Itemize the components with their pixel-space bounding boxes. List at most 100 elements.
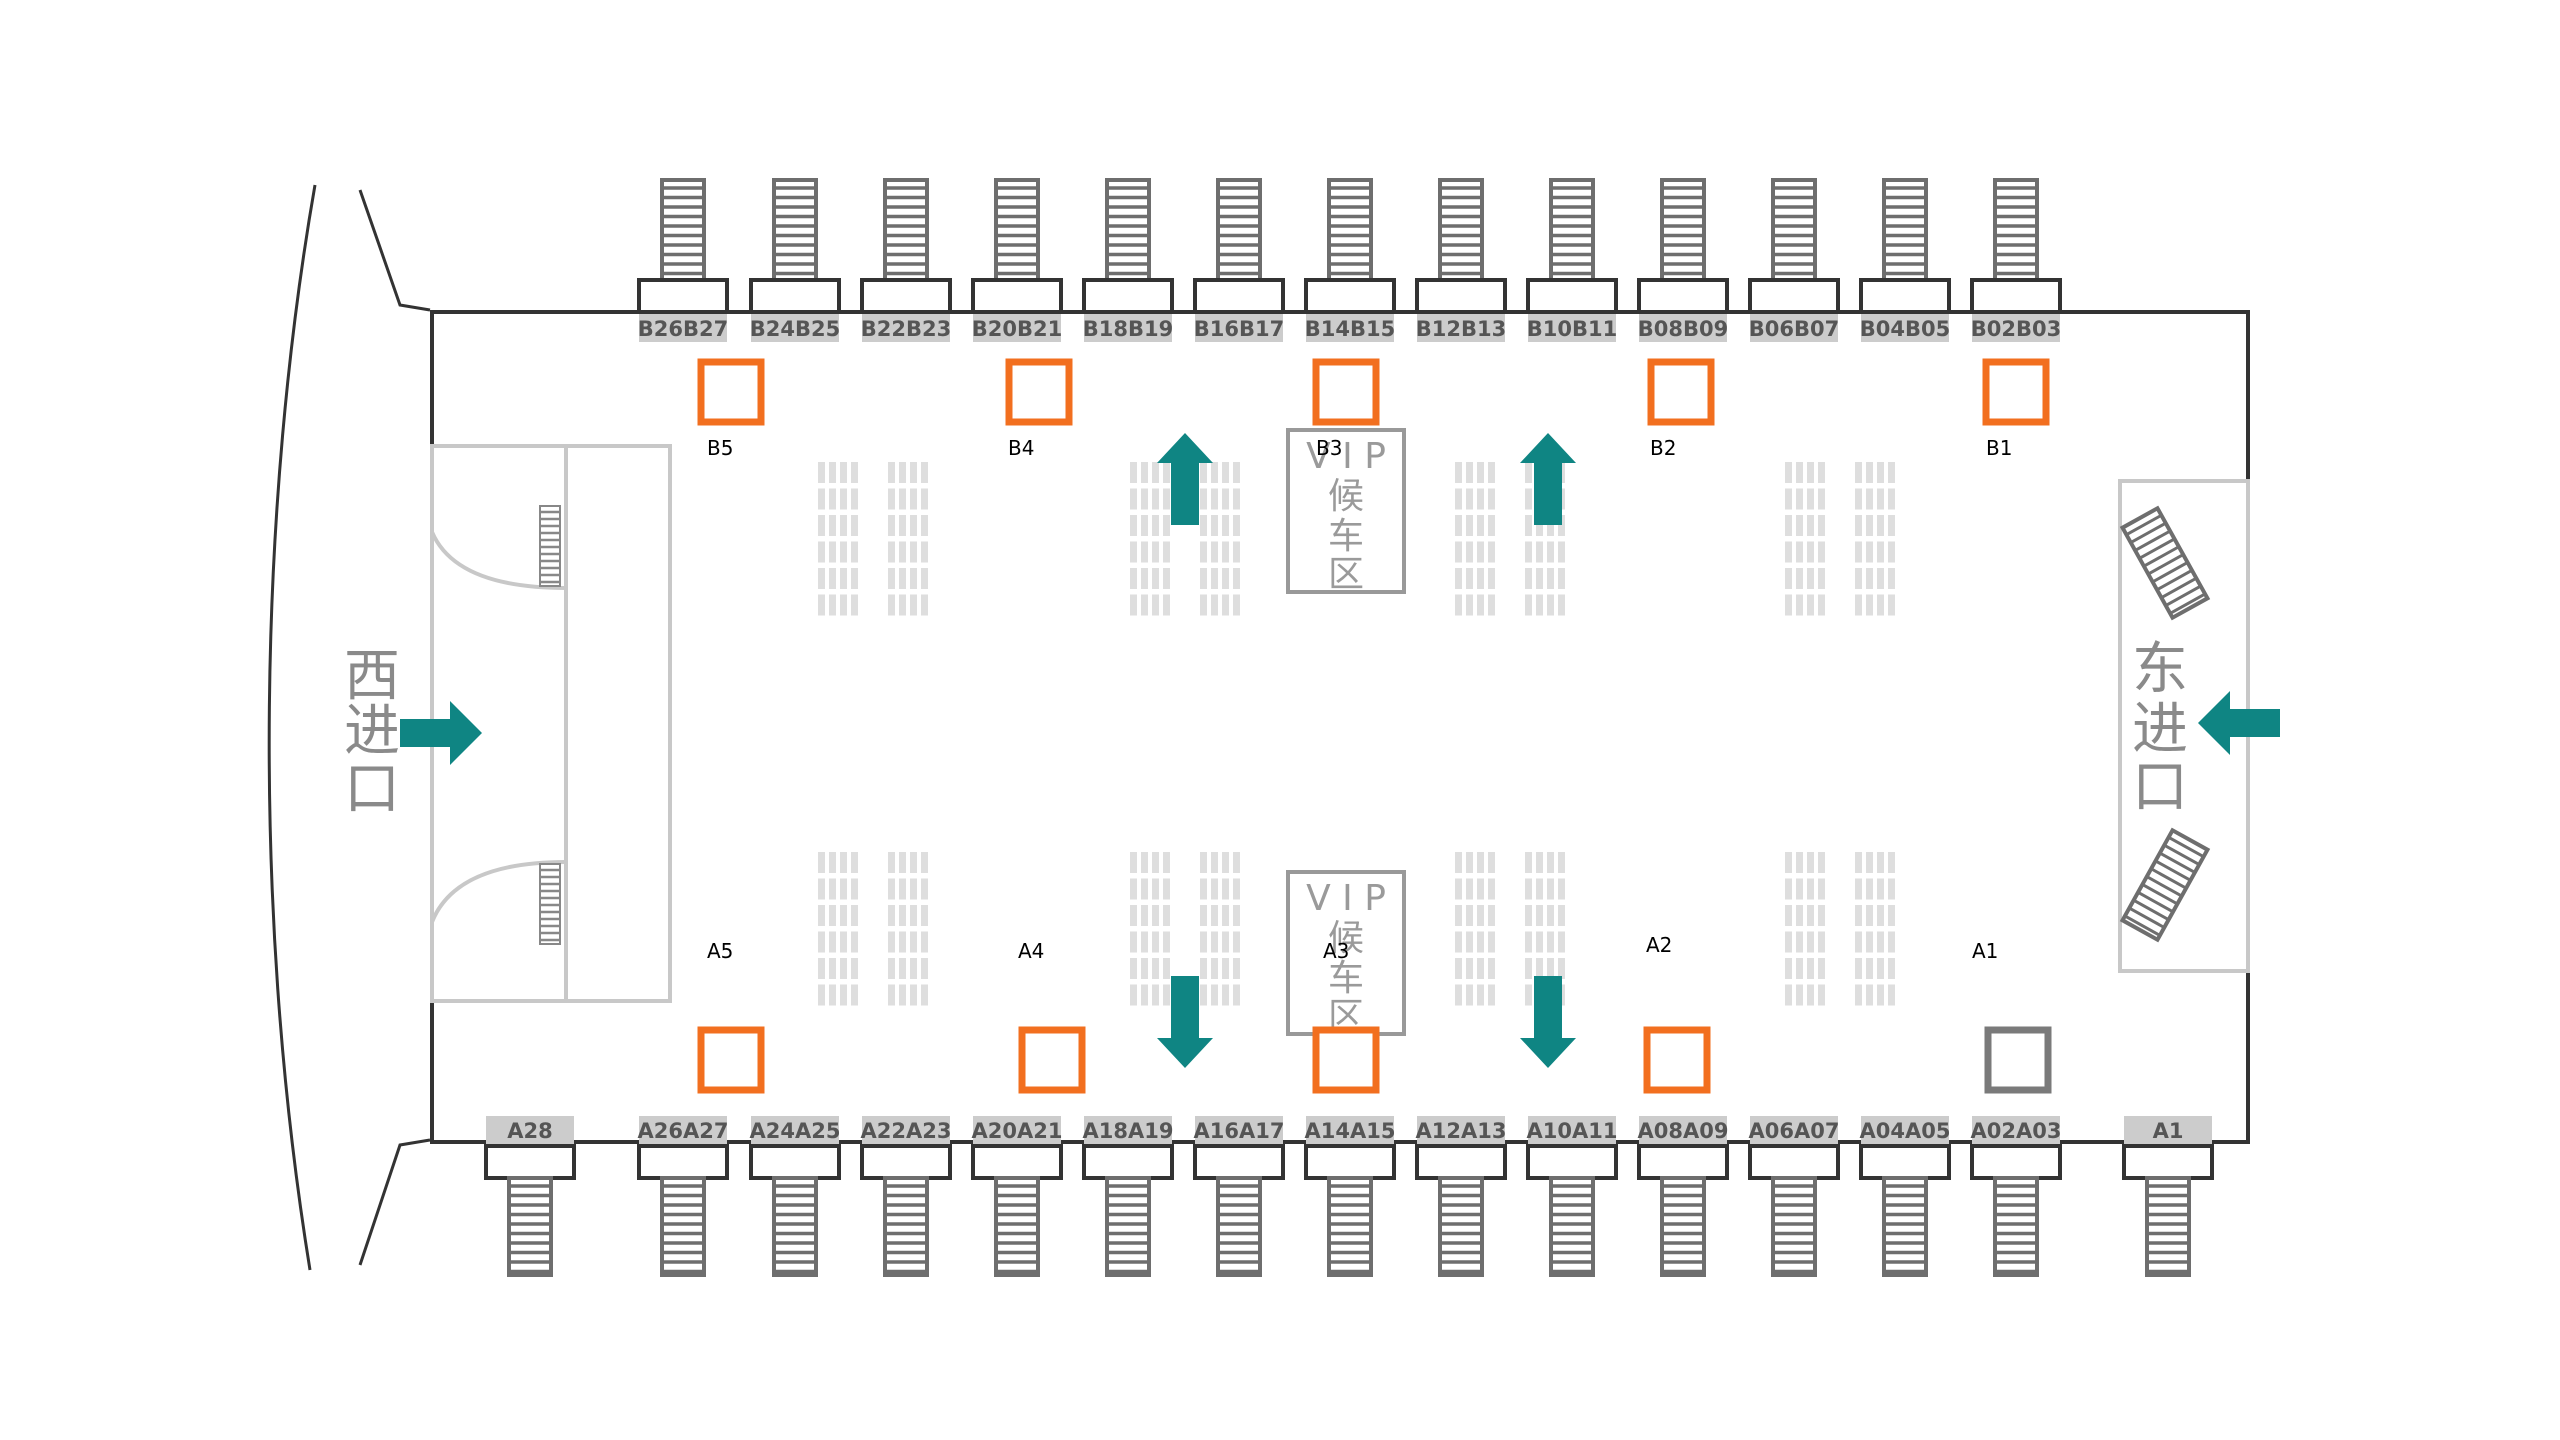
top-points: B5 B4 B3 B2 B1 <box>697 358 2050 460</box>
gate-bottom-A16A17: A16A17 <box>1193 1116 1285 1277</box>
point-B3: B3 <box>1312 358 1380 460</box>
gate-bottom-A12A13: A12A13 <box>1415 1116 1507 1277</box>
gate-label: A14A15 <box>1305 1119 1396 1143</box>
point-label: B2 <box>1650 436 1676 460</box>
west-entrance-label: 西 进 口 <box>344 644 400 822</box>
arrow-down-icon <box>1520 976 1576 1068</box>
point-label: A1 <box>1972 939 1998 963</box>
gate-label: A08A09 <box>1638 1119 1729 1143</box>
gate-top-B08B09: B08B09 <box>1637 178 1729 342</box>
gate-bottom-A20A21: A20A21 <box>971 1116 1063 1277</box>
vip-bottom-line2: 候 <box>1328 918 1364 959</box>
gate-top-B12B13: B12B13 <box>1415 178 1507 342</box>
gate-label: B10B11 <box>1527 317 1617 341</box>
point-label: A5 <box>707 939 733 963</box>
west-room-stair-bottom <box>539 863 561 945</box>
point-A3: A3 <box>1312 939 1380 1094</box>
gate-top-B10B11: B10B11 <box>1526 178 1618 342</box>
vip-top-line3: 车 <box>1328 516 1364 557</box>
gate-label: A20A21 <box>972 1119 1063 1143</box>
waiting-seats <box>818 462 1895 1006</box>
gate-label: B04B05 <box>1860 317 1950 341</box>
arrow-down-icon <box>1157 976 1213 1068</box>
vip-room-top: V I P 候 车 区 <box>1286 428 1406 595</box>
west-entrance-char3: 口 <box>344 757 400 822</box>
gate-top-B14B15: B14B15 <box>1304 178 1396 342</box>
gate-bottom-A26A27: A26A27 <box>637 1116 729 1277</box>
east-escalator-area <box>2118 479 2250 973</box>
point-label: A3 <box>1323 939 1349 963</box>
gate-bottom-A08A09: A08A09 <box>1637 1116 1729 1277</box>
vip-top-line1: V I P <box>1306 436 1386 477</box>
gate-top-B16B17: B16B17 <box>1193 178 1285 342</box>
point-B2: B2 <box>1647 358 1715 460</box>
vip-bottom-line3: 车 <box>1328 958 1364 999</box>
gate-label: B08B09 <box>1638 317 1728 341</box>
gate-label: B02B03 <box>1971 317 2061 341</box>
point-A5: A5 <box>697 939 765 1094</box>
gate-bottom-A04A05: A04A05 <box>1859 1116 1951 1277</box>
east-entrance-char3: 口 <box>2132 755 2188 820</box>
gate-label: A26A27 <box>638 1119 729 1143</box>
west-entrance-char2: 进 <box>344 699 400 764</box>
east-entrance-char1: 东 <box>2132 637 2188 702</box>
gate-label: B12B13 <box>1416 317 1506 341</box>
point-label: A4 <box>1018 939 1044 963</box>
gate-top-B24B25: B24B25 <box>749 178 841 342</box>
vip-room-bottom: V I P 候 车 区 <box>1286 870 1406 1037</box>
gate-bottom-A14A15: A14A15 <box>1304 1116 1396 1277</box>
east-entrance-char2: 进 <box>2132 697 2188 762</box>
point-A2: A2 <box>1643 933 1711 1094</box>
point-B5: B5 <box>697 358 765 460</box>
gate-bottom-A18A19: A18A19 <box>1082 1116 1174 1277</box>
arrow-up-icon <box>1157 433 1213 525</box>
gate-top-B22B23: B22B23 <box>860 178 952 342</box>
point-label: B4 <box>1008 436 1034 460</box>
gate-label: B14B15 <box>1305 317 1395 341</box>
vip-top-line2: 候 <box>1328 476 1364 517</box>
gate-label: A16A17 <box>1194 1119 1285 1143</box>
gate-label: B16B17 <box>1194 317 1284 341</box>
gate-top-B20B21: B20B21 <box>971 178 1063 342</box>
gate-bottom-A02A03: A02A03 <box>1970 1116 2062 1277</box>
gate-label: A22A23 <box>861 1119 952 1143</box>
point-B4: B4 <box>1005 358 1073 460</box>
gate-bottom-A06A07: A06A07 <box>1748 1116 1840 1277</box>
gate-label: B18B19 <box>1083 317 1173 341</box>
gate-label: A1 <box>2153 1119 2184 1143</box>
gate-label: A18A19 <box>1083 1119 1174 1143</box>
gate-label: A06A07 <box>1749 1119 1840 1143</box>
gate-label: B22B23 <box>861 317 951 341</box>
point-A1: A1 <box>1972 939 2052 1094</box>
gate-label: A02A03 <box>1971 1119 2062 1143</box>
west-edge-curve <box>267 184 431 1271</box>
arrow-up-icon <box>1520 433 1576 525</box>
gate-top-B06B07: B06B07 <box>1748 178 1840 342</box>
west-room-stair-top <box>539 505 561 587</box>
gate-top-B26B27: B26B27 <box>637 178 729 342</box>
gate-label: A12A13 <box>1416 1119 1507 1143</box>
gate-label: A04A05 <box>1860 1119 1951 1143</box>
gate-bottom-A10A11: A10A11 <box>1526 1116 1618 1277</box>
gate-label: B20B21 <box>972 317 1062 341</box>
point-label: B5 <box>707 436 733 460</box>
point-B1: B1 <box>1982 358 2050 460</box>
gate-label: B26B27 <box>638 317 728 341</box>
gate-label: A28 <box>507 1119 552 1143</box>
vip-top-line4: 区 <box>1328 554 1364 595</box>
gate-label: B24B25 <box>750 317 840 341</box>
point-label: B3 <box>1316 436 1342 460</box>
east-entrance-label: 东 进 口 <box>2132 637 2188 820</box>
bottom-points: A5 A4 A3 A2 A1 <box>697 933 2052 1094</box>
gate-bottom-A1: A1 <box>2122 1116 2214 1277</box>
gate-bottom-A28: A28 <box>484 1116 576 1277</box>
point-label: A2 <box>1646 933 1672 957</box>
gate-label: A10A11 <box>1527 1119 1618 1143</box>
gate-top-B02B03: B02B03 <box>1970 178 2062 342</box>
arrow-right-icon <box>400 701 482 765</box>
gate-top-B18B19: B18B19 <box>1082 178 1174 342</box>
arrow-left-icon <box>2198 691 2280 755</box>
point-A4: A4 <box>1018 939 1086 1094</box>
